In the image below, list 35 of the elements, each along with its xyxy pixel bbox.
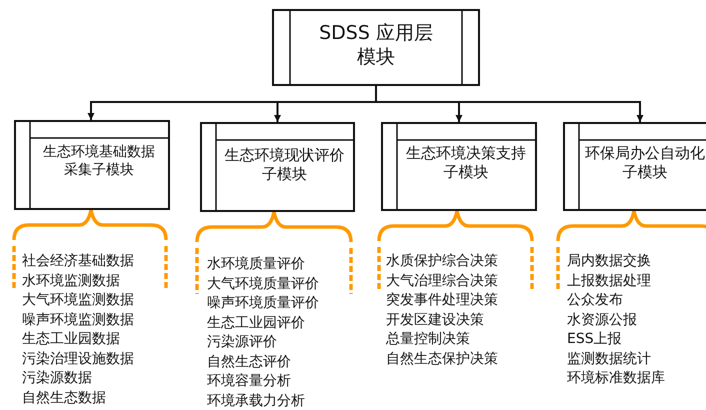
list-item: 环境容量分析 bbox=[207, 372, 291, 391]
submodule-box: 生态环境决策支持子模块 bbox=[381, 122, 537, 211]
list-item: 噪声环境监测数据 bbox=[22, 310, 134, 330]
list-item: 生态工业园数据 bbox=[22, 330, 120, 349]
list-item: 水质保护综合决策 bbox=[386, 252, 498, 271]
list-item: 污染治理设施数据 bbox=[22, 350, 134, 368]
list-item: 公众发布 bbox=[567, 291, 623, 310]
module-box: SDSS 应用层模块 bbox=[272, 9, 480, 86]
list-item: 自然生态数据 bbox=[22, 388, 106, 408]
list-item: 自然生态保护决策 bbox=[386, 350, 498, 368]
list-item: 水资源公报 bbox=[567, 310, 637, 330]
list-item: 大气治理综合决策 bbox=[386, 272, 498, 290]
list-item: 开发区建设决策 bbox=[386, 310, 484, 330]
list-item: 水环境质量评价 bbox=[207, 255, 305, 274]
list-item: 自然生态评价 bbox=[207, 352, 291, 372]
arrow bbox=[375, 86, 644, 122]
list-item: 噪声环境质量评价 bbox=[207, 294, 319, 313]
list-item: 监测数据统计 bbox=[567, 350, 651, 368]
list-item: ESS上报 bbox=[567, 330, 622, 349]
list-item: 大气环境监测数据 bbox=[22, 291, 134, 310]
list-item: 上报数据处理 bbox=[567, 272, 651, 290]
list-item: 总量控制决策 bbox=[386, 330, 470, 349]
list-item: 生态工业园评价 bbox=[207, 314, 305, 332]
list-item: 大气环境质量评价 bbox=[207, 274, 319, 294]
list-item: 局内数据交换 bbox=[567, 252, 651, 271]
submodule-box: 生态环境现状评价子模块 bbox=[200, 122, 355, 212]
list-item: 环境承载力分析 bbox=[207, 392, 305, 410]
list-item: 社会经济基础数据 bbox=[22, 252, 134, 271]
list-item: 污染源数据 bbox=[22, 369, 92, 388]
list-item: 污染源评价 bbox=[207, 333, 277, 352]
submodule-box: 环保局办公自动化子模块 bbox=[563, 122, 706, 211]
list-item: 突发事件处理决策 bbox=[386, 291, 498, 310]
list-item: 环境标准数据库 bbox=[567, 369, 665, 388]
list-item: 水环境监测数据 bbox=[22, 272, 120, 290]
submodule-box: 生态环境基础数据采集子模块 bbox=[14, 120, 170, 210]
